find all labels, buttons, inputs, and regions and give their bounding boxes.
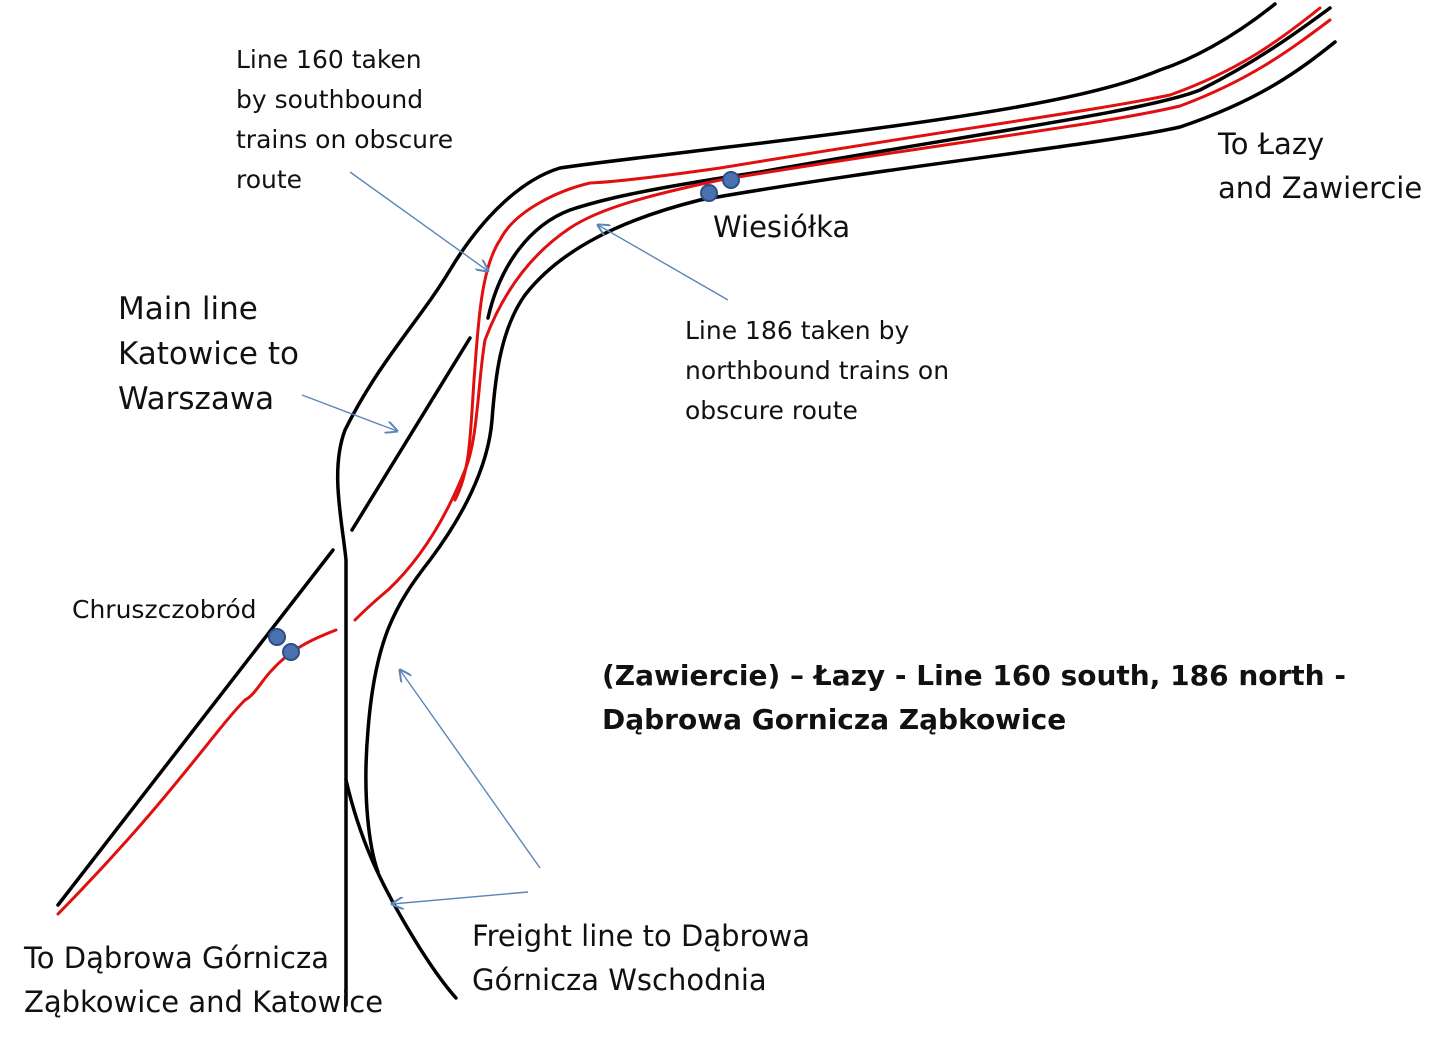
main-line-central-track-south [56, 548, 335, 907]
wiesiolka-station-dot-lower [700, 184, 718, 202]
chruszczobrod-station-dot-upper [268, 628, 286, 646]
station-label-wiesiolka: Wiesiółka [713, 210, 851, 244]
freight-line-track [344, 778, 458, 1000]
main-line-west-track [335, 2, 1277, 1007]
line-160-route [453, 6, 1322, 502]
main-line-central-track-north [350, 336, 472, 532]
tracks-group [56, 2, 1337, 1007]
line-186-outer-track [364, 40, 1337, 874]
line-160-outer-track [486, 6, 1332, 320]
destination-dabrowa-katowice: To Dąbrowa Górnicza Ząbkowice and Katowi… [24, 941, 384, 1019]
main-line-arrow [301, 394, 397, 431]
station-label-chruszczobrod: Chruszczobród [72, 595, 257, 624]
line-160-annotation: Line 160 taken by southbound trains on o… [236, 45, 454, 194]
main-line-annotation: Main line Katowice to Warszawa [118, 291, 299, 417]
stations-group [268, 171, 740, 661]
line-186-annotation: Line 186 taken by northbound trains on o… [685, 316, 950, 425]
freight-line-arrow-upper [400, 670, 541, 869]
wiesiolka-station-dot-upper [722, 171, 740, 189]
line-160-arrow [349, 171, 488, 271]
diagram-title: (Zawiercie) – Łazy - Line 160 south, 186… [602, 659, 1346, 736]
destination-lazy-zawiercie: To Łazy and Zawiercie [1218, 127, 1423, 205]
freight-line-arrow-lower [392, 891, 529, 904]
line-186-arrow [598, 225, 729, 301]
chruszczobrod-route-link [56, 628, 338, 916]
freight-line-annotation: Freight line to Dąbrowa Górnicza Wschodn… [472, 919, 811, 997]
arrows-group [301, 171, 729, 904]
chruszczobrod-station-dot-lower [282, 643, 300, 661]
line-186-route [353, 18, 1332, 622]
